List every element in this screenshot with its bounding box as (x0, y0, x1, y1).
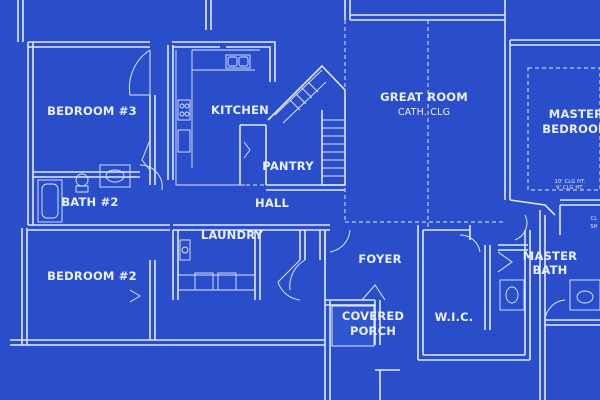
label-hall: HALL (255, 196, 289, 210)
covered-porch-area (331, 305, 375, 347)
label-foyer: FOYER (358, 252, 401, 266)
label-ceiling-10: 10' CLG HT. (554, 179, 585, 185)
label-master-bath-2: BATH (532, 263, 567, 277)
door-swings (128, 49, 566, 321)
label-master-bedroom-2: BEDROOM (542, 122, 600, 136)
label-great-room: GREAT ROOM (380, 90, 468, 104)
label-kitchen: KITCHEN (211, 103, 269, 117)
label-master-bath-1: MASTER (523, 249, 577, 263)
label-porch: PORCH (350, 324, 396, 338)
label-covered: COVERED (342, 309, 404, 323)
label-pantry: PANTRY (262, 159, 314, 173)
label-bedroom3: BEDROOM #3 (47, 104, 137, 118)
label-bath2: BATH #2 (61, 195, 118, 209)
walls (10, 0, 600, 400)
label-master-bedroom-1: MASTER (549, 107, 600, 121)
label-closet-1: CL (591, 216, 598, 222)
label-bedroom2: BEDROOM #2 (47, 269, 137, 283)
label-closet-2: SH (590, 224, 597, 230)
label-wic: W.I.C. (435, 310, 474, 324)
label-great-room-ceiling: CATH. CLG (398, 107, 450, 118)
room-labels: BEDROOM #3 KITCHEN GREAT ROOM CATH. CLG … (47, 90, 600, 338)
label-ceiling-9: 9' CLG HT. (556, 185, 584, 191)
label-laundry: LAUNDRY (201, 228, 264, 242)
